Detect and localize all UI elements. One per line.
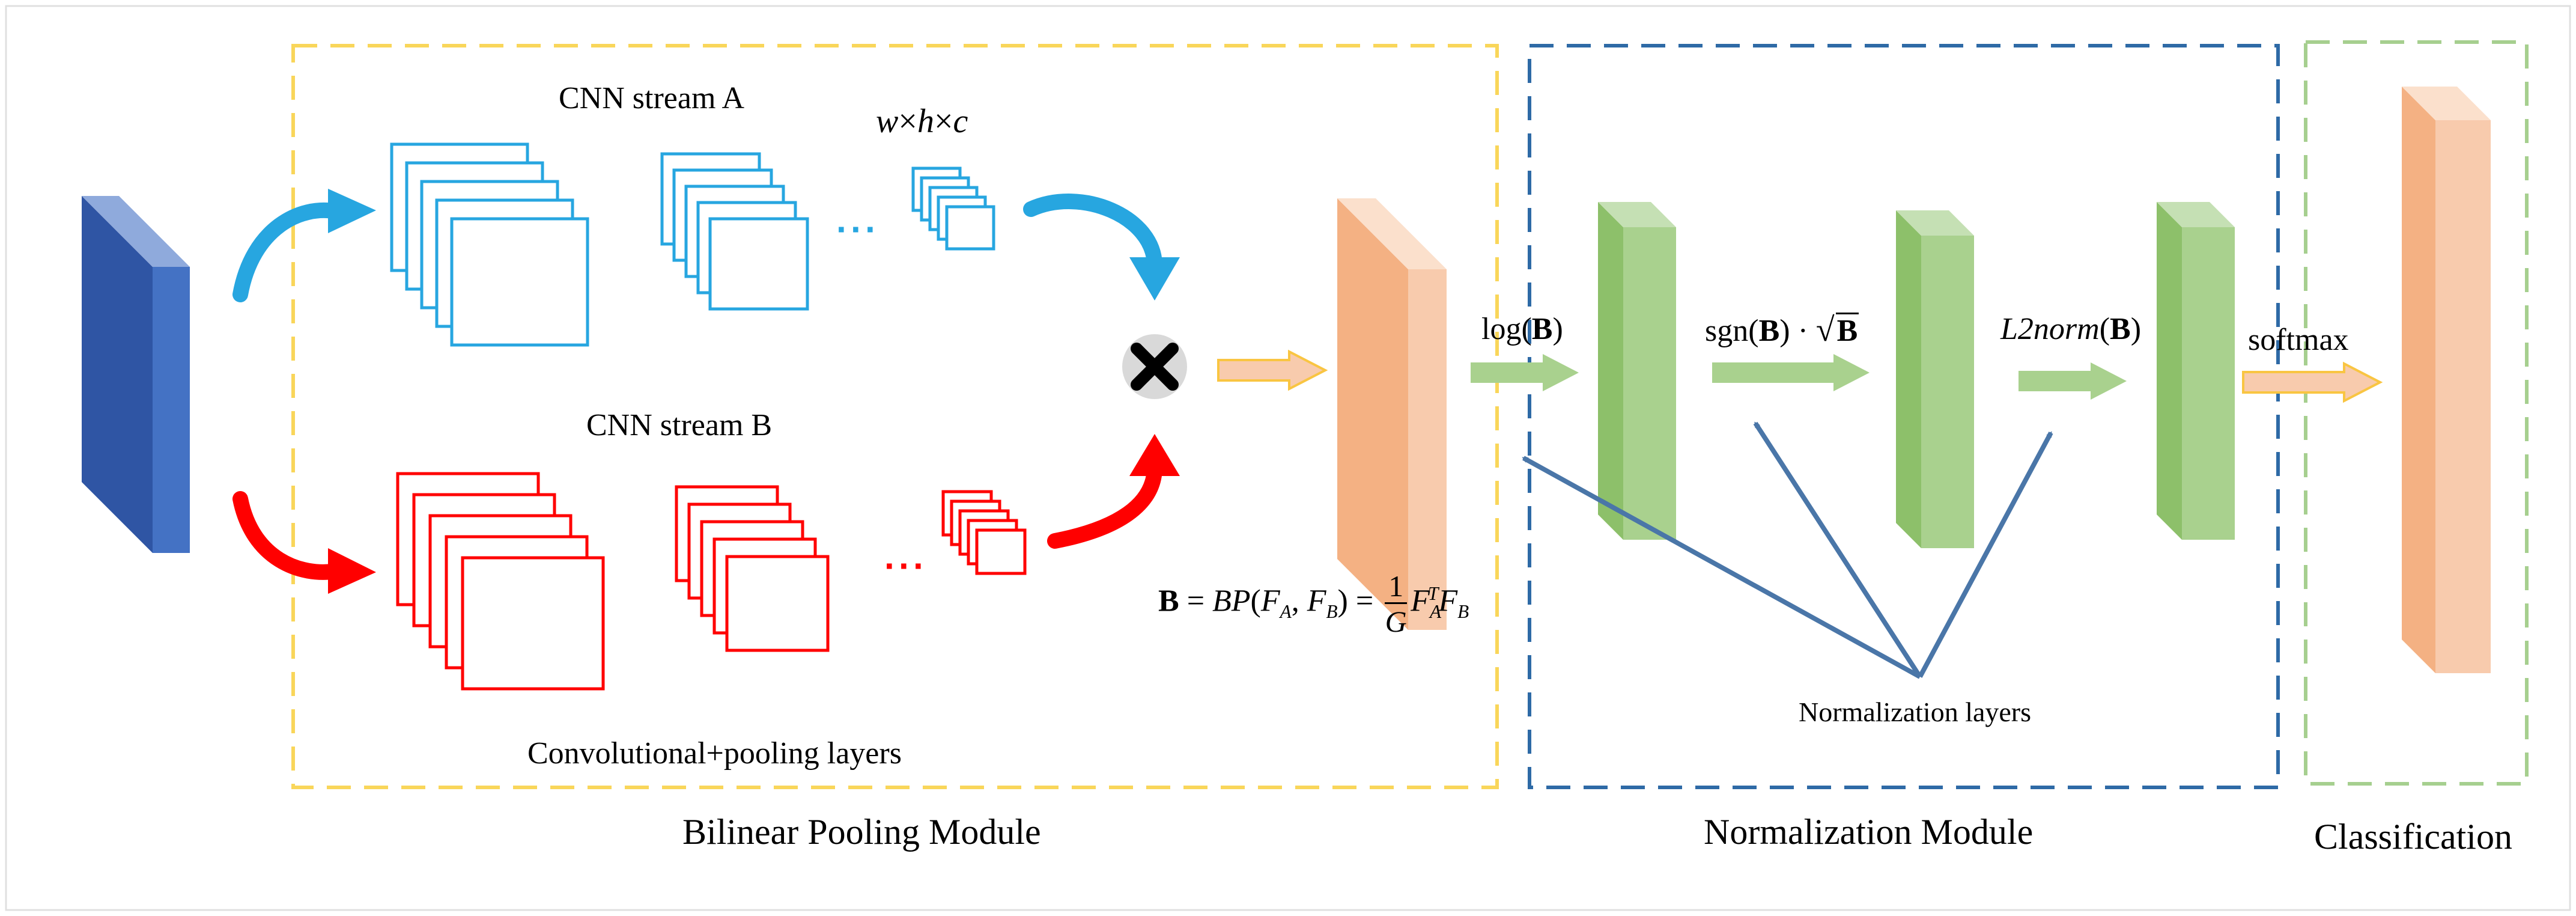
classification-block-side bbox=[2402, 87, 2435, 673]
pointer-to-log-layer bbox=[1522, 456, 1921, 679]
input-feature-block bbox=[82, 196, 190, 553]
normalization-block-log-side bbox=[1598, 202, 1623, 540]
stream-a-ellipsis: ··· bbox=[836, 209, 879, 249]
input-to-stream-b-arrow-stroke bbox=[232, 491, 344, 580]
normalization-block-l2-top bbox=[2157, 202, 2235, 227]
stream-a-to-product-arrow-stroke bbox=[1023, 194, 1162, 272]
feature-map-stacks bbox=[390, 142, 1027, 691]
stream-b-to-product-arrow-stroke bbox=[1047, 461, 1162, 549]
product-to-bilinear-arrow bbox=[1217, 349, 1328, 391]
conv-pooling-label: Convolutional+pooling layers bbox=[527, 736, 902, 771]
input-to-stream-b-arrow-head bbox=[328, 548, 376, 594]
stream-a-stack-2-map bbox=[708, 217, 809, 311]
input-block-front bbox=[153, 267, 190, 553]
bilinear-feature-block-side bbox=[1337, 198, 1408, 630]
module-boxes bbox=[291, 40, 2529, 789]
normalization-layers-label: Normalization layers bbox=[1799, 697, 2032, 727]
normalization-block-l2-side bbox=[2157, 202, 2182, 540]
classification-block bbox=[2402, 87, 2491, 673]
stream-a-to-product-arrow-head bbox=[1129, 257, 1180, 301]
stream-b-to-product-arrow bbox=[1047, 434, 1180, 549]
stream-curved-arrows bbox=[232, 189, 1180, 594]
input-to-stream-a-arrow bbox=[232, 189, 376, 302]
pointer-to-sgn-layer bbox=[1753, 421, 1922, 679]
normalization-block-sgn bbox=[1896, 210, 1974, 548]
pointer-to-l2norm-layer bbox=[1918, 431, 2053, 678]
normalization-block-l2-front bbox=[2182, 227, 2235, 540]
log-flow-arrow bbox=[1471, 354, 1579, 391]
input-to-stream-a-arrow-stroke bbox=[232, 202, 344, 302]
layer-blocks bbox=[1337, 87, 2491, 673]
normalization-block-log-front bbox=[1623, 227, 1676, 540]
stream-b-stack-1-map bbox=[461, 556, 605, 691]
stream-b-stack-3 bbox=[941, 490, 1027, 575]
l2norm-function-label: L2norm(B) bbox=[2000, 312, 2142, 346]
input-block-side bbox=[82, 196, 153, 553]
stream-b-stack-1 bbox=[396, 472, 605, 691]
softmax-label: softmax bbox=[2248, 323, 2349, 357]
stream-a-to-product-arrow bbox=[1023, 194, 1180, 301]
softmax-flow-arrow bbox=[2242, 361, 2383, 403]
bilinear-feature-block-front bbox=[1408, 269, 1447, 630]
input-to-stream-b-arrow bbox=[232, 491, 376, 594]
stream-a-stack-3 bbox=[911, 166, 995, 251]
stream-a-stack-1 bbox=[390, 142, 589, 347]
stream-a-stack-2 bbox=[660, 152, 809, 311]
feature-dimension-label: w×h×c bbox=[876, 103, 968, 140]
stream-a-stack-3-map bbox=[945, 205, 995, 251]
classification-block-top bbox=[2402, 87, 2491, 120]
stream-b-stack-3-map bbox=[975, 528, 1027, 575]
cnn-stream-a-label: CNN stream A bbox=[559, 81, 745, 115]
classification-title: Classification bbox=[2314, 817, 2512, 856]
bilinear-feature-block-top bbox=[1337, 198, 1447, 269]
normalization-block-sgn-side bbox=[1896, 210, 1921, 548]
normalization-block-l2 bbox=[2157, 202, 2235, 540]
normalization-module-box bbox=[1528, 44, 2280, 789]
bilinear-module-box bbox=[291, 44, 1499, 789]
normalization-pointer-arrows bbox=[1522, 421, 2053, 679]
stream-b-stack-2-map bbox=[725, 555, 830, 652]
log-function-label: log(B) bbox=[1481, 312, 1563, 346]
stream-a-stack-1-map bbox=[450, 217, 589, 347]
stream-b-ellipsis: ··· bbox=[884, 546, 928, 586]
normalization-module-title: Normalization Module bbox=[1704, 812, 2034, 852]
input-block-top bbox=[82, 196, 190, 267]
sgn-sqrt-function-label: sgn(B) · √B bbox=[1705, 311, 1859, 349]
flow-arrows bbox=[1217, 349, 2383, 403]
cnn-stream-b-label: CNN stream B bbox=[586, 408, 773, 442]
bilinear-module-title: Bilinear Pooling Module bbox=[682, 812, 1041, 852]
sgn-flow-arrow bbox=[1712, 354, 1870, 391]
classification-block-front bbox=[2435, 120, 2491, 673]
normalization-block-log bbox=[1598, 202, 1676, 540]
figure-border bbox=[5, 5, 2571, 911]
normalization-block-sgn-top bbox=[1896, 210, 1974, 236]
normalization-block-log-top bbox=[1598, 202, 1676, 227]
l2norm-flow-arrow bbox=[2019, 362, 2127, 400]
input-to-stream-a-arrow-head bbox=[328, 189, 376, 233]
normalization-block-sgn-front bbox=[1921, 236, 1974, 548]
bilinear-feature-block bbox=[1337, 198, 1447, 630]
stream-b-to-product-arrow-head bbox=[1129, 434, 1180, 476]
multiply-x-icon bbox=[1122, 334, 1187, 399]
stream-b-stack-2 bbox=[675, 485, 830, 652]
